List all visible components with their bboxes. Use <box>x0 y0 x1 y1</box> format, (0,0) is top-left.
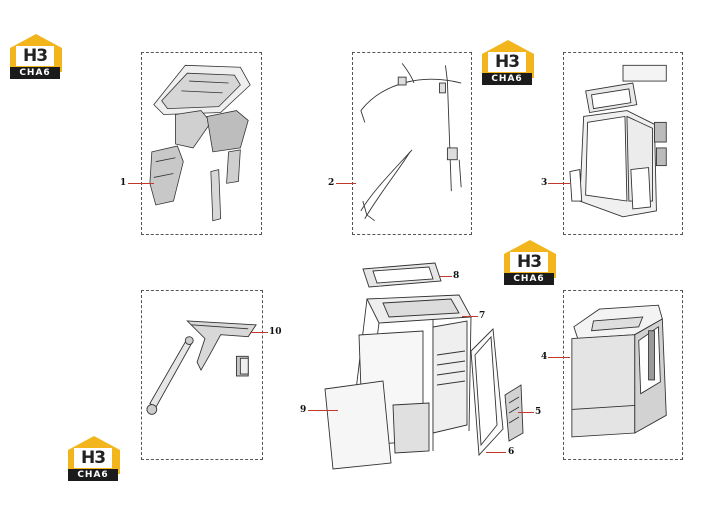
leader-3 <box>548 183 570 184</box>
callout-10: 10 <box>269 327 282 337</box>
logo-mark: H3 <box>22 46 48 66</box>
logo-mark: H3 <box>516 252 542 272</box>
logo-roof-icon <box>68 436 120 474</box>
leader-8 <box>440 276 452 277</box>
callout-3: 3 <box>541 178 548 188</box>
cab-assembly-drawing <box>324 262 524 470</box>
leader-5 <box>518 412 534 413</box>
leader-2 <box>336 183 356 184</box>
leader-10 <box>250 332 268 333</box>
callout-2: 2 <box>328 178 335 188</box>
cab-cover-drawing <box>571 304 667 438</box>
leader-7 <box>462 316 478 317</box>
brand-logo-4: H3 CHA6 <box>64 434 122 482</box>
logo-roof-icon <box>10 34 62 72</box>
callout-8: 8 <box>453 271 460 281</box>
logo-mark: H3 <box>80 448 106 468</box>
logo-brand: CHA6 <box>504 273 554 285</box>
panel-cab-cover <box>563 290 683 460</box>
callout-1: 1 <box>120 178 127 188</box>
leader-4 <box>548 357 570 358</box>
logo-roof-icon <box>482 40 534 78</box>
logo-mark: H3 <box>494 52 520 72</box>
callout-7: 7 <box>479 311 486 321</box>
wiring-harness-drawing <box>360 63 462 222</box>
logo-brand: CHA6 <box>10 67 60 79</box>
interior-trim-drawing <box>149 64 251 222</box>
seals-drawing <box>569 64 667 218</box>
brand-logo-1: H3 CHA6 <box>6 32 64 80</box>
leader-9 <box>308 410 338 411</box>
callout-4: 4 <box>541 352 548 362</box>
logo-brand: CHA6 <box>68 469 118 481</box>
logo-roof-icon <box>504 240 556 278</box>
callout-5: 5 <box>535 407 542 417</box>
logo-brand: CHA6 <box>482 73 532 85</box>
panel-wiring-harness <box>352 52 472 235</box>
callout-6: 6 <box>508 447 515 457</box>
cab-assembly-view <box>283 255 543 470</box>
panel-interior-trim <box>141 52 262 235</box>
pillar-strut-drawing <box>146 320 257 415</box>
panel-seals <box>563 52 683 235</box>
leader-6 <box>486 452 506 453</box>
callout-9: 9 <box>300 405 307 415</box>
panel-pillar-strut <box>141 290 263 460</box>
leader-1 <box>128 183 154 184</box>
brand-logo-2: H3 CHA6 <box>478 38 536 86</box>
brand-logo-3: H3 CHA6 <box>500 238 558 286</box>
